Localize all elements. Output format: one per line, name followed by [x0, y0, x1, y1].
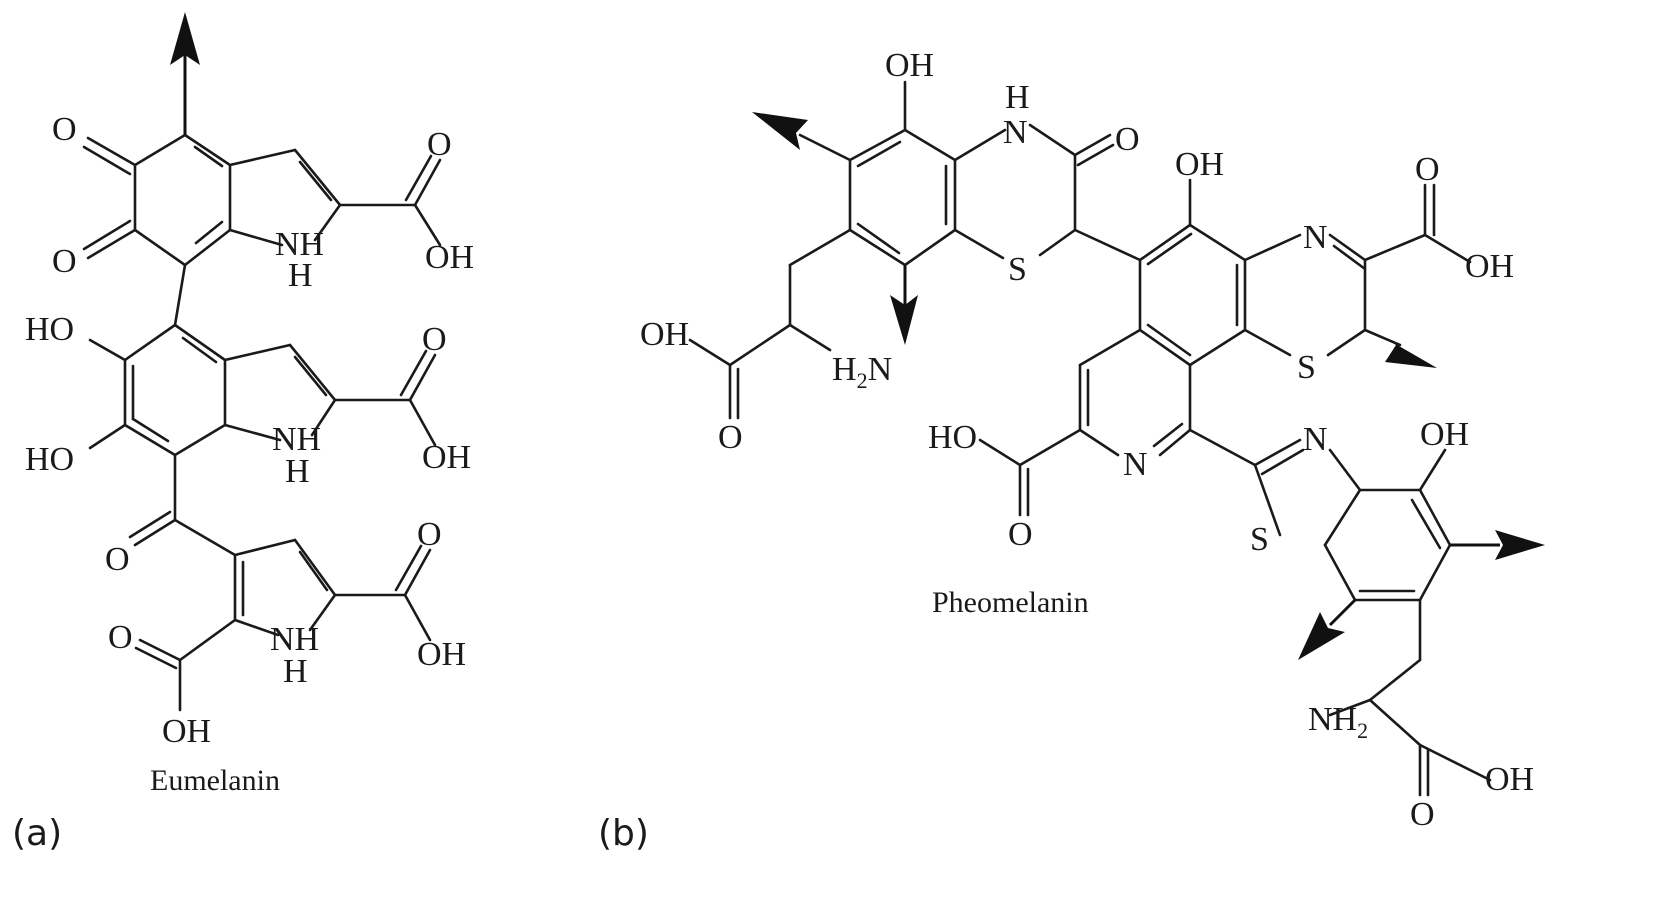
atom-o-p5: O: [1410, 796, 1435, 833]
atom-oh-p4: OH: [1465, 248, 1514, 285]
atom-n-p3: N: [1123, 446, 1148, 483]
atom-o-3: O: [427, 126, 452, 163]
pheomelanin-bonds: [688, 80, 1492, 797]
atom-o-5: O: [105, 541, 130, 578]
atom-o-p2: O: [718, 419, 743, 456]
eumelanin-bonds: [82, 133, 442, 712]
pheomelanin-arrow-down-left: [1298, 598, 1357, 660]
eumelanin-polymerization-arrow: [170, 12, 200, 135]
atom-o-p1: O: [1115, 121, 1140, 158]
atom-o-2: O: [52, 243, 77, 280]
atom-s-p2: S: [1297, 349, 1316, 386]
atom-o-6: O: [417, 516, 442, 553]
atom-oh-p1: OH: [885, 47, 934, 84]
pheomelanin-arrow-down: [890, 265, 918, 345]
pheomelanin-structure: OH H N O S OH H2N O OH N S O OH HO N O N…: [640, 47, 1545, 833]
atom-ho-1: HO: [25, 311, 74, 348]
atom-nh-1: NH: [275, 226, 324, 263]
pheomelanin-arrow-right: [1450, 530, 1545, 560]
atom-nh-3: NH: [270, 621, 319, 658]
atom-nh-2: NH: [272, 421, 321, 458]
atom-oh-2: OH: [422, 439, 471, 476]
atom-n-p4: N: [1303, 421, 1328, 458]
pheomelanin-arrow-left: [752, 112, 808, 150]
panel-label-b: (b): [598, 813, 649, 854]
atom-oh-4: OH: [162, 713, 211, 750]
atom-h2n: H2N: [832, 351, 892, 393]
atom-h-1: H: [288, 257, 313, 294]
pheomelanin-name: Pheomelanin: [932, 586, 1089, 619]
atom-n-p2: N: [1303, 219, 1328, 256]
atom-oh-p6: OH: [1485, 761, 1534, 798]
pheomelanin-arrow-thiazine: [1380, 335, 1437, 368]
atom-h-2: H: [285, 453, 310, 490]
atom-ho-p1: HO: [928, 419, 977, 456]
atom-oh-p3: OH: [1175, 146, 1224, 183]
atom-oh-p2: OH: [640, 316, 689, 353]
atom-h-3: H: [283, 653, 308, 690]
atom-o-1: O: [52, 111, 77, 148]
atom-oh-3: OH: [417, 636, 466, 673]
panel-label-a: (a): [12, 813, 62, 854]
atom-oh-1: OH: [425, 239, 474, 276]
atom-s-p1: S: [1008, 251, 1027, 288]
atom-o-4: O: [422, 321, 447, 358]
atom-nh2: NH2: [1308, 701, 1368, 743]
atom-n-p1: N: [1003, 114, 1028, 151]
atom-ho-2: HO: [25, 441, 74, 478]
eumelanin-name: Eumelanin: [150, 764, 280, 797]
eumelanin-structure: O O NH H O OH HO HO NH H O OH O NH H O O…: [25, 12, 474, 797]
atom-h-p1: H: [1005, 79, 1030, 116]
atom-o-p3: O: [1415, 151, 1440, 188]
atom-oh-p5: OH: [1420, 416, 1469, 453]
atom-o-p4: O: [1008, 516, 1033, 553]
atom-o-7: O: [108, 619, 133, 656]
atom-s-p3: S: [1250, 521, 1269, 558]
